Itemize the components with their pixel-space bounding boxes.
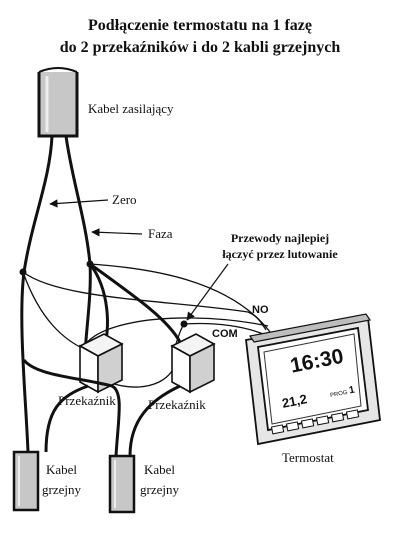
diagram-title-line2: do 2 przekaźników i do 2 kabli grzejnych [60, 39, 341, 56]
thermostat-temperature: 21,2 [281, 391, 309, 411]
thermostat-button [345, 409, 360, 420]
thermostat-buttons [270, 409, 360, 435]
thermostat-button [285, 421, 300, 432]
neutral-wire [20, 135, 54, 453]
heating-cable-right-label-2: grzejny [140, 482, 179, 497]
terminal-com-label: COM [212, 328, 238, 340]
relay-left-label: Przekaźnik [58, 393, 116, 408]
com-wire [183, 322, 269, 337]
zero-label: Zero [112, 192, 137, 207]
relay-right-label: Przekaźnik [148, 397, 206, 412]
soldering-note-line1: Przewody najlepiej [231, 231, 329, 245]
phase-label: Faza [148, 226, 173, 241]
zero-arrow [49, 199, 109, 208]
relay-right-box [170, 333, 216, 394]
thermostat-button [330, 412, 345, 423]
heating-cable-left-label-1: Kabel [46, 462, 77, 477]
thermostat-button [300, 418, 315, 429]
neutral-right-output-wire [22, 358, 121, 457]
neutral-to-thermostat-wire [22, 271, 267, 331]
soldering-note-arrow [186, 263, 229, 321]
terminal-no-label: NO [252, 304, 269, 316]
supply-cable-label: Kabel zasilający [88, 101, 174, 116]
thermostat-program-label: PROG [330, 390, 349, 399]
diagram-title-line1: Podłączenie termostatu na 1 fazę [88, 17, 312, 34]
thermostat-program-value: 1 [348, 385, 356, 397]
left-relay-output-wire [44, 384, 89, 453]
heating-cable-left-sheath [12, 450, 40, 512]
supply-cable-sheath [37, 67, 79, 138]
neutral-relay-wire [22, 271, 87, 351]
right-relay-output-wire [128, 384, 181, 457]
phase-to-right-relay-wire [89, 262, 182, 343]
heating-cable-right-label-1: Kabel [144, 462, 175, 477]
thermostat-label: Termostat [282, 450, 334, 465]
thermostat-button [315, 415, 330, 426]
heating-cable-left-label-2: grzejny [42, 482, 81, 497]
thermostat-button [270, 424, 285, 435]
phase-wire [64, 135, 92, 379]
com-to-relay-wire [175, 323, 185, 345]
soldering-note-line2: łączyć przez lutowanie [222, 247, 338, 261]
heating-cable-right-sheath [108, 454, 136, 514]
phase-arrow [91, 228, 143, 237]
